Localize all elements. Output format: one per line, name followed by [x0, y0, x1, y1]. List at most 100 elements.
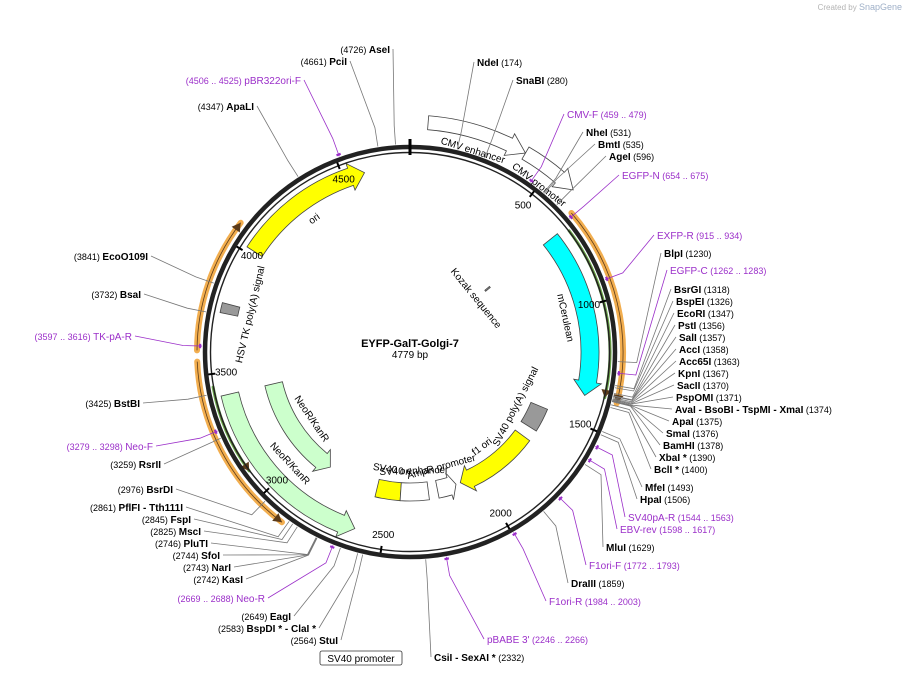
site-egfp-n[interactable]: EGFP-N (654 .. 675): [622, 171, 708, 182]
site-bsrgi[interactable]: BsrGI (1318): [674, 285, 730, 296]
site-name: CMV-F: [567, 110, 598, 121]
site-rsrii[interactable]: (3259) RsrII: [110, 460, 161, 471]
site-text-apai: ApaI (1375): [672, 417, 722, 428]
site-acci[interactable]: AccI (1358): [679, 345, 729, 356]
site-draiii[interactable]: DraIII (1859): [571, 579, 625, 590]
site-bspei[interactable]: BspEI (1326): [676, 297, 733, 308]
site-sali[interactable]: SalI (1357): [679, 333, 725, 344]
site-acc65i[interactable]: Acc65I (1363): [679, 357, 740, 368]
primer-arc-core-2: [196, 361, 283, 523]
site-bcli[interactable]: BclI * (1400): [654, 465, 708, 476]
site-egfp-c[interactable]: EGFP-C (1262 .. 1283): [670, 266, 766, 277]
site-bspdi-clai[interactable]: (2583) BspDI * - ClaI *: [218, 624, 316, 635]
site-msci[interactable]: (2825) MscI: [150, 527, 201, 538]
site-name: BspDI * - ClaI *: [247, 624, 317, 635]
site-pbabe-3[interactable]: pBABE 3' (2246 .. 2266): [487, 635, 588, 646]
site-name: SnaBI: [516, 76, 545, 87]
site-pbr322ori-f[interactable]: (4506 .. 4525) pBR322ori-F: [186, 76, 301, 87]
site-name: F1ori-R: [549, 597, 582, 608]
site-sv40pa-r[interactable]: SV40pA-R (1544 .. 1563): [628, 513, 734, 524]
site-name: MluI: [606, 543, 626, 554]
feature-cmv-promoter-1[interactable]: [521, 146, 574, 191]
site-agei[interactable]: AgeI (596): [609, 152, 654, 163]
feature-f1-ori-5[interactable]: [459, 429, 531, 492]
site-bsai[interactable]: (3732) BsaI: [91, 290, 141, 301]
site-name: NheI: [586, 128, 608, 139]
site-ebv-rev[interactable]: EBV-rev (1598 .. 1617): [620, 525, 715, 536]
leader-nhei: [543, 131, 584, 193]
site-csii-sexai[interactable]: CsiI - SexAI * (2332): [434, 653, 524, 664]
feature-sv40-enhancer-8[interactable]: [399, 481, 430, 502]
site-bmti[interactable]: BmtI (535): [598, 140, 644, 151]
site-text-msci: (2825) MscI: [150, 527, 201, 538]
site-smai[interactable]: SmaI (1376): [666, 429, 718, 440]
site-kasi[interactable]: (2742) KasI: [193, 575, 243, 586]
leader-bspdi-clai: [318, 553, 359, 629]
site-hpai[interactable]: HpaI (1506): [640, 495, 690, 506]
site-pcii[interactable]: (4661) PciI: [301, 57, 348, 68]
site-mfei[interactable]: MfeI (1493): [645, 483, 694, 494]
primer-arc-head-3: [240, 461, 250, 471]
site-text-egfp-n: EGFP-N (654 .. 675): [622, 171, 708, 182]
site-snabi[interactable]: SnaBI (280): [516, 76, 568, 87]
site-nari[interactable]: (2743) NarI: [183, 563, 231, 574]
site-ecori[interactable]: EcoRI (1347): [677, 309, 734, 320]
site-apai[interactable]: ApaI (1375): [672, 417, 722, 428]
site-bamhi[interactable]: BamHI (1378): [663, 441, 723, 452]
site-bstbi[interactable]: (3425) BstBI: [85, 399, 140, 410]
site-avai-bsobi-tspmi-xmai[interactable]: AvaI - BsoBI - TspMI - XmaI (1374): [675, 405, 832, 416]
site-ndei[interactable]: NdeI (174): [477, 58, 522, 69]
site-name: StuI: [319, 636, 338, 647]
site-neo-r[interactable]: (2669 .. 2688) Neo-R: [178, 594, 265, 605]
feature-ampr-promoter-6[interactable]: [435, 472, 457, 500]
site-name: PspOMI: [676, 393, 713, 404]
site-name: AvaI - BsoBI - TspMI - XmaI: [675, 405, 804, 416]
site-xbai[interactable]: XbaI * (1390): [659, 453, 715, 464]
site-fspi[interactable]: (2845) FspI: [142, 515, 191, 526]
site-pflfi-tth111i[interactable]: (2861) PflFI - Tth111I: [90, 503, 183, 514]
feature-neor-kanr-10[interactable]: [264, 381, 331, 472]
site-pluti[interactable]: (2746) PluTI: [155, 539, 208, 550]
feature-kozak-sequence-2[interactable]: [484, 285, 491, 292]
site-stui[interactable]: (2564) StuI: [291, 636, 339, 647]
site-sfoi[interactable]: (2744) SfoI: [173, 551, 221, 562]
site-kpni[interactable]: KpnI (1367): [678, 369, 729, 380]
site-pspomi[interactable]: PspOMI (1371): [676, 393, 742, 404]
feature-hsv-tk-poly-a-signal-11[interactable]: [219, 302, 241, 317]
site-name: BstBI: [114, 399, 140, 410]
site-asei[interactable]: (4726) AseI: [340, 45, 390, 56]
site-name: PstI: [678, 321, 697, 332]
feature-neor-kanr-9[interactable]: [220, 391, 356, 538]
site-eagi[interactable]: (2649) EagI: [241, 612, 291, 623]
site-name: Neo-F: [125, 442, 153, 453]
site-text-bsrgi: BsrGI (1318): [674, 285, 730, 296]
leader-sv40pa-r: [595, 446, 626, 518]
site-tk-pa-r[interactable]: (3597 .. 3616) TK-pA-R: [35, 332, 132, 343]
feature-mcerulean-3[interactable]: [542, 233, 603, 396]
site-blpi[interactable]: BlpI (1230): [664, 249, 711, 260]
site-neo-f[interactable]: (3279 .. 3298) Neo-F: [67, 442, 153, 453]
site-text-blpi: BlpI (1230): [664, 249, 711, 260]
site-f1ori-f[interactable]: F1ori-F (1772 .. 1793): [589, 561, 680, 572]
site-exfp-r[interactable]: EXFP-R (915 .. 934): [657, 231, 742, 242]
site-mlui[interactable]: MluI (1629): [606, 543, 655, 554]
site-name: Acc65I: [679, 357, 711, 368]
site-apali[interactable]: (4347) ApaLI: [198, 102, 255, 113]
site-nhei[interactable]: NheI (531): [586, 128, 631, 139]
ruler-label-3000: 3000: [266, 476, 289, 487]
site-cmv-f[interactable]: CMV-F (459 .. 479): [567, 110, 647, 121]
site-bsrdi[interactable]: (2976) BsrDI: [118, 485, 173, 496]
site-text-draiii: DraIII (1859): [571, 579, 625, 590]
site-position: (1374): [803, 405, 832, 415]
site-position: (2583): [218, 624, 247, 634]
site-psti[interactable]: PstI (1356): [678, 321, 725, 332]
feature-sv40-ori-7[interactable]: [374, 478, 402, 502]
feature-sv40-poly-a-signal-4[interactable]: [520, 401, 549, 432]
site-name: SV40pA-R: [628, 513, 675, 524]
site-text-sacii: SacII (1370): [677, 381, 729, 392]
site-sacii[interactable]: SacII (1370): [677, 381, 729, 392]
feature-ori-12[interactable]: [246, 162, 366, 258]
site-f1ori-r[interactable]: F1ori-R (1984 .. 2003): [549, 597, 641, 608]
site-ecoo109i[interactable]: (3841) EcoO109I: [74, 252, 148, 263]
